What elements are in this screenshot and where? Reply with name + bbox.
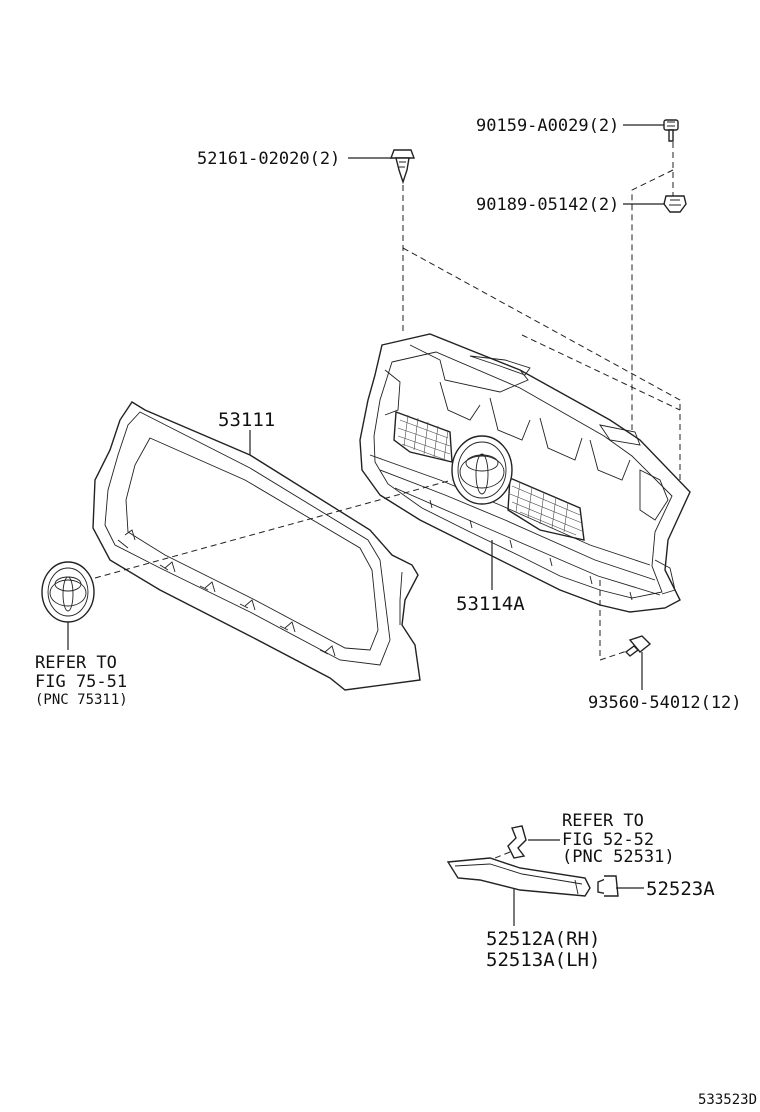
part-label-53114A: 53114A [456,593,525,615]
part-label-52161: 52161-02020(2) [197,149,340,169]
part-label-52523A: 52523A [646,878,715,900]
garnish-ref-line1: REFER TO [562,811,644,831]
garnish-ref-line2: FIG 52-52 [562,830,654,850]
part-label-53111: 53111 [218,409,275,431]
figure-number: 533523D [698,1092,757,1108]
garnish-clip [507,825,527,859]
part-label-52513A: 52513A(LH) [486,949,600,971]
garnish-ref-line3: (PNC 52531) [562,847,675,867]
clip-icon [597,875,619,897]
part-label-93560: 93560-54012(12) [588,693,742,713]
emblem-ref-line2: FIG 75-51 [35,672,127,692]
screw-icon [624,635,652,657]
emblem-ref-line3: (PNC 75311) [35,692,128,708]
fog-lamp-cover [446,857,591,897]
radiator-grille [359,333,691,613]
nut-icon [663,195,687,213]
front-emblem [41,561,95,623]
part-label-52512A: 52512A(RH) [486,928,600,950]
emblem-icon [451,435,513,505]
part-label-90189: 90189-05142(2) [476,195,619,215]
emblem-ref-line1: REFER TO [35,653,117,673]
bolt-icon [663,119,679,142]
grille-molding [92,401,421,691]
clip-icon [389,149,416,185]
part-label-90159: 90159-A0029(2) [476,116,619,136]
